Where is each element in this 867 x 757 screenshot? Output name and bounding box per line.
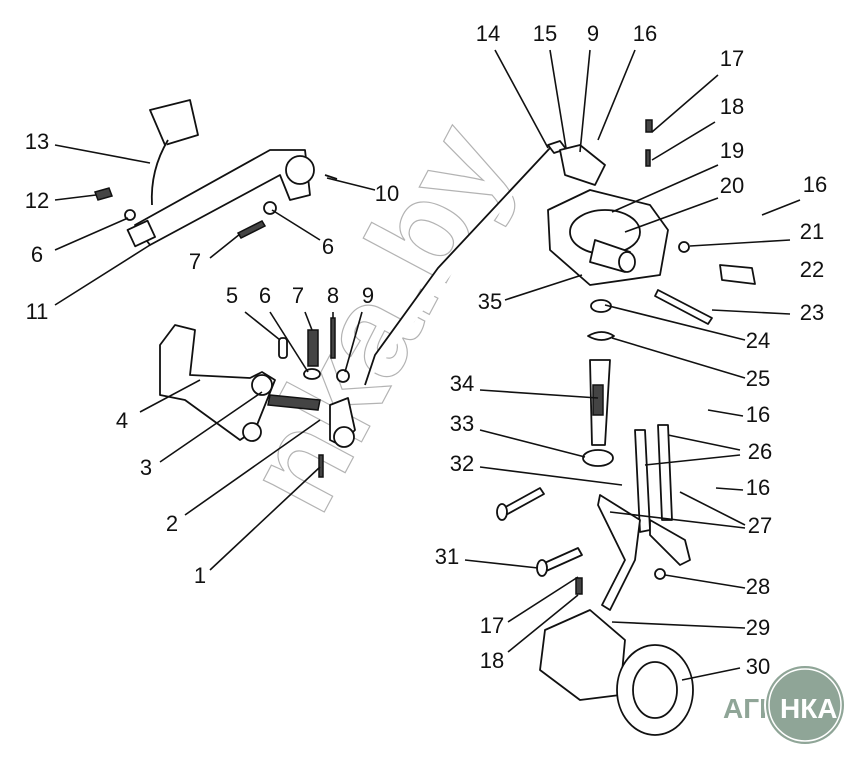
callout-16: 16 (746, 402, 770, 427)
valve-housing (547, 119, 756, 467)
callout-13: 13 (25, 129, 49, 154)
callout-24: 24 (746, 328, 770, 353)
callout-8: 8 (327, 283, 339, 308)
pedal-assembly (94, 99, 338, 248)
callout-10: 10 (375, 181, 399, 206)
callout-14: 14 (476, 21, 500, 46)
callout-1: 1 (194, 563, 206, 588)
callout-15: 15 (533, 21, 557, 46)
callout-16: 16 (746, 475, 770, 500)
callout-7: 7 (189, 249, 201, 274)
callout-31: 31 (435, 544, 459, 569)
callout-22: 22 (800, 257, 824, 282)
callout-32: 32 (450, 451, 474, 476)
callout-34: 34 (450, 371, 474, 396)
callout-9: 9 (587, 21, 599, 46)
agronka-logo: АГРО НКА (723, 664, 846, 746)
callout-5: 5 (226, 283, 238, 308)
callout-4: 4 (116, 408, 128, 433)
leader-lines (54, 49, 801, 681)
callout-16: 16 (633, 21, 657, 46)
callout-3: 3 (140, 455, 152, 480)
callout-20: 20 (720, 173, 744, 198)
callout-17: 17 (720, 46, 744, 71)
callout-6: 6 (322, 234, 334, 259)
callout-6: 6 (31, 242, 43, 267)
callout-19: 19 (720, 138, 744, 163)
callout-12: 12 (25, 188, 49, 213)
logo-text-right: НКА (780, 693, 838, 724)
callout-29: 29 (746, 615, 770, 640)
callout-7: 7 (292, 283, 304, 308)
clutch-coupling (539, 577, 694, 736)
fork-links (496, 424, 691, 611)
callout-35: 35 (478, 289, 502, 314)
callout-28: 28 (746, 574, 770, 599)
callout-6: 6 (259, 283, 271, 308)
callout-18: 18 (480, 648, 504, 673)
callout-9: 9 (362, 283, 374, 308)
callout-25: 25 (746, 366, 770, 391)
callout-33: 33 (450, 411, 474, 436)
callout-2: 2 (166, 511, 178, 536)
callout-23: 23 (800, 300, 824, 325)
callout-18: 18 (720, 94, 744, 119)
callout-17: 17 (480, 613, 504, 638)
callout-11: 11 (26, 299, 49, 324)
callout-21: 21 (800, 219, 824, 244)
callout-16: 16 (803, 172, 827, 197)
callout-27: 27 (748, 513, 772, 538)
callout-26: 26 (748, 439, 772, 464)
callout-30: 30 (746, 654, 770, 679)
